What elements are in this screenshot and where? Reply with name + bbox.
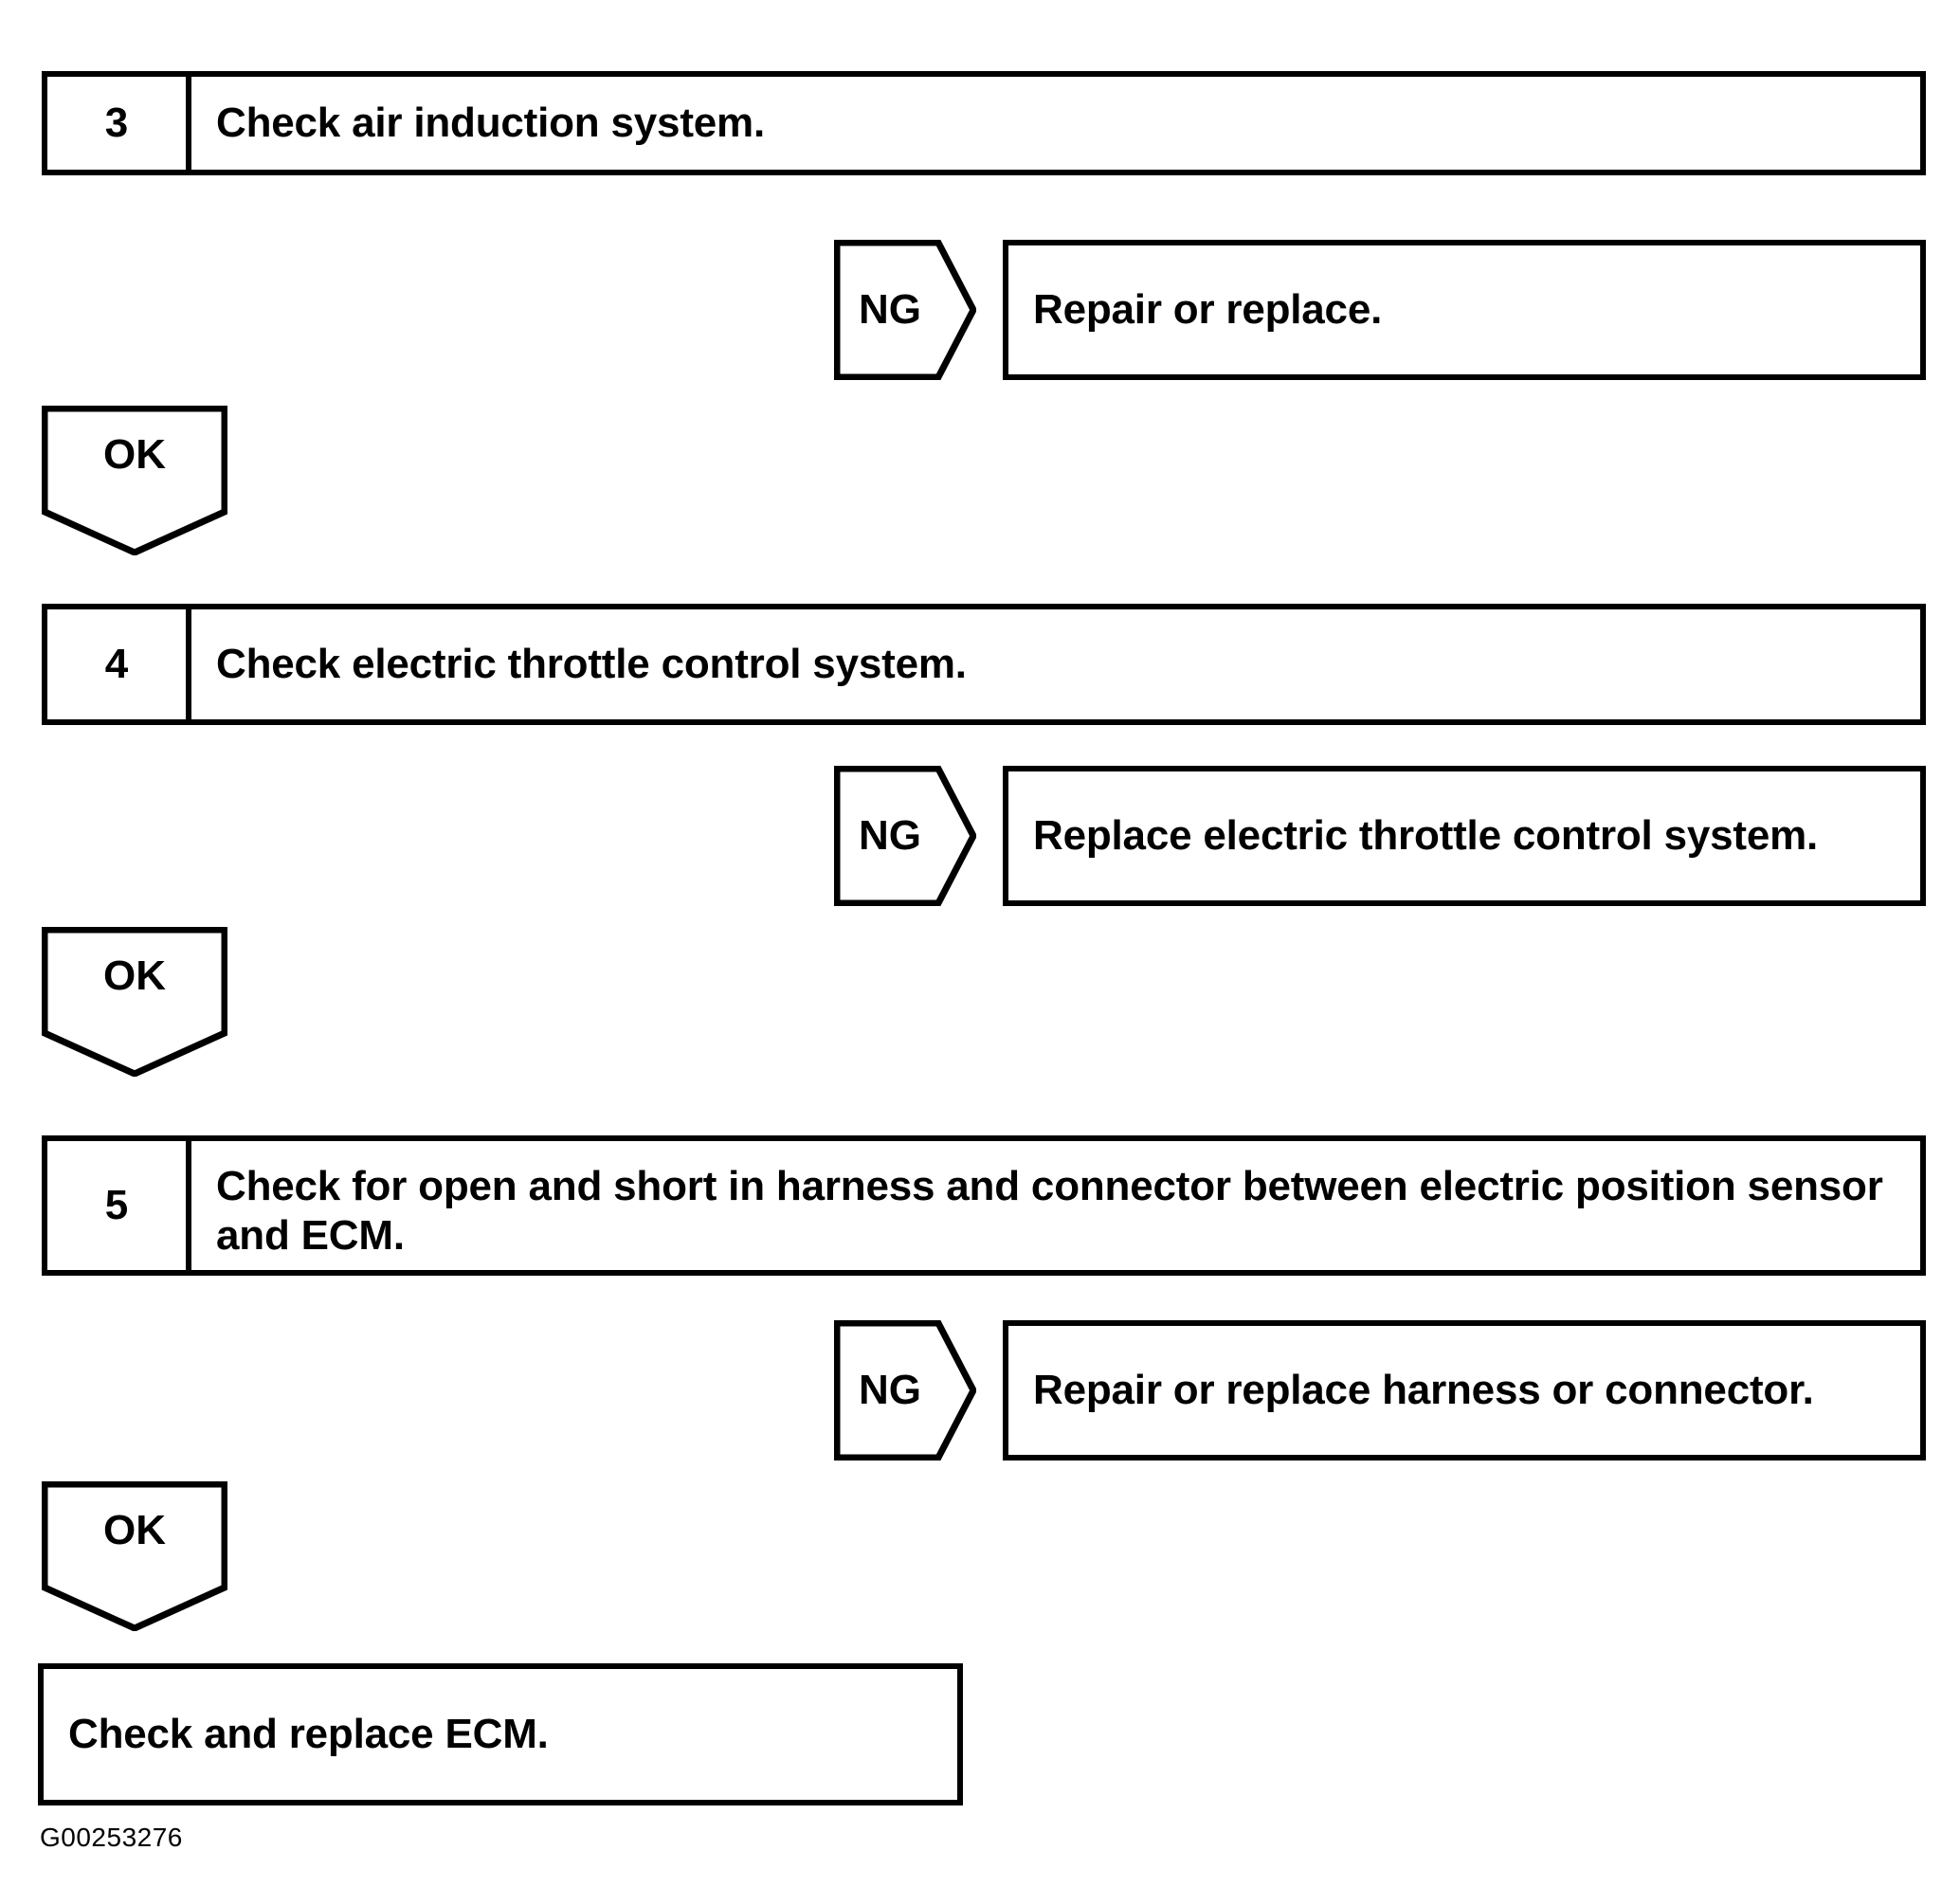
step-instruction-5: Check for open and short in harness and …: [216, 1163, 1883, 1259]
step-number-4: 4: [47, 609, 191, 719]
ng-arrow-shape: [834, 1320, 976, 1461]
ng-arrow-shape: [834, 240, 976, 380]
ok-arrow-shape: [42, 406, 227, 555]
ok-arrow-4: OK: [42, 927, 227, 1077]
ok-arrow-5: OK: [42, 1481, 227, 1631]
ng-arrow-label-5: NG: [859, 1367, 921, 1413]
ng-arrow-4: NG: [834, 766, 976, 906]
ng-result-box-4: Replace electric throttle control system…: [1003, 766, 1926, 906]
ok-arrow-3: OK: [42, 406, 227, 555]
final-action-box: Check and replace ECM.: [38, 1663, 963, 1805]
step-number-3: 3: [47, 77, 191, 170]
ng-arrow-3: NG: [834, 240, 976, 380]
step-box-3: 3 Check air induction system.: [42, 71, 1926, 175]
step-instruction-4: Check electric throttle control system.: [216, 641, 967, 688]
ng-arrow-label-4: NG: [859, 812, 921, 859]
step-instruction-3: Check air induction system.: [216, 100, 765, 147]
ng-arrow-shape: [834, 766, 976, 906]
step-number-5: 5: [47, 1141, 191, 1270]
ok-arrow-label-4: OK: [103, 953, 166, 999]
ng-arrow-label-3: NG: [859, 286, 921, 333]
ng-result-box-3: Repair or replace.: [1003, 240, 1926, 380]
step-box-4: 4 Check electric throttle control system…: [42, 604, 1926, 725]
ok-arrow-shape: [42, 927, 227, 1077]
ng-result-box-5: Repair or replace harness or connector.: [1003, 1320, 1926, 1461]
ok-arrow-label-5: OK: [103, 1507, 166, 1553]
figure-id-label: G00253276: [40, 1823, 183, 1852]
ok-arrow-shape: [42, 1481, 227, 1631]
step-box-5: 5 Check for open and short in harness an…: [42, 1135, 1926, 1276]
ng-arrow-5: NG: [834, 1320, 976, 1461]
ok-arrow-label-3: OK: [103, 431, 166, 478]
